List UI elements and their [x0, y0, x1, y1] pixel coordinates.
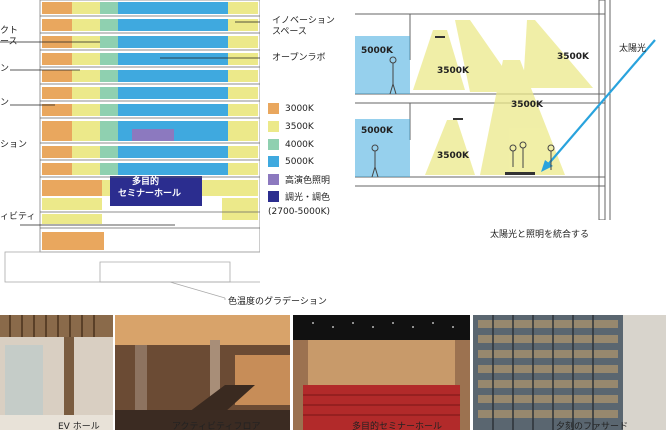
- legend-range-note: (2700-5000K): [268, 207, 330, 217]
- legend-item-high-cri: 高演色照明: [268, 173, 330, 186]
- legend-item-4000k: 4000K: [268, 139, 314, 150]
- evening-facade-image: [473, 315, 666, 430]
- label-5000k-lower: 5000K: [361, 126, 394, 136]
- legend-item-3000k: 3000K: [268, 103, 314, 114]
- lighting-section-diagram: 5000K 3500K 3500K 3500K 5000K 3500K 太陽光: [355, 0, 666, 221]
- caption-seminar-hall: 多目的セミナーホール: [352, 422, 443, 432]
- photo-seminar-hall: [293, 315, 470, 430]
- legend-swatch: [268, 174, 279, 185]
- legend-swatch: [268, 191, 279, 202]
- sunlight-label: 太陽光: [619, 44, 647, 54]
- legend-item-3500k: 3500K: [268, 121, 314, 132]
- caption-activity-floor: アクティビティフロア: [172, 422, 261, 432]
- label-5000k-upper: 5000K: [361, 46, 394, 56]
- caption-ev-hall: EV ホール: [58, 422, 100, 432]
- legend-label: 5000K: [285, 156, 314, 167]
- lighting-section-drawing: [355, 0, 656, 221]
- floor-bands: [42, 2, 258, 250]
- left-label-3: ン: [0, 64, 10, 74]
- legend-item-5000k: 5000K: [268, 156, 314, 167]
- hall-label-line2: セミナーホール: [118, 189, 182, 199]
- left-label-4: ン: [0, 98, 10, 108]
- legend-swatch: [268, 139, 279, 150]
- lighting-section-caption: 太陽光と照明を統合する: [490, 230, 590, 240]
- building-section-diagram: クト ース ン ン ション ィビティ 多目的 セミナーホール: [0, 0, 270, 310]
- legend-label: 4000K: [285, 139, 314, 150]
- left-label-6: ィビティ: [0, 212, 36, 222]
- legend-label: 調光・調色: [285, 193, 331, 203]
- left-label-2: ース: [0, 37, 18, 47]
- seminar-hall-image: [293, 315, 470, 430]
- left-label-1: クト: [0, 26, 19, 36]
- photo-ev-hall: [0, 315, 113, 430]
- photo-evening-facade: [473, 315, 666, 430]
- open-lab-label: オープンラボ: [272, 53, 326, 63]
- label-3500k-c: 3500K: [511, 100, 544, 110]
- photo-activity-floor: [115, 315, 290, 430]
- legend-swatch: [268, 121, 279, 132]
- innovation-space-label-2: スペース: [272, 27, 307, 37]
- building-section-drawing: [0, 0, 270, 300]
- activity-floor-image: [115, 315, 290, 430]
- caption-evening-facade: 夕刻のファサード: [556, 422, 629, 432]
- legend-item-dimming: 調光・調色: [268, 190, 330, 203]
- legend-swatch: [268, 103, 279, 114]
- label-3500k-d: 3500K: [437, 151, 470, 161]
- legend-label: 3500K: [285, 121, 314, 132]
- label-3500k-b: 3500K: [557, 52, 590, 62]
- innovation-space-label-1: イノベーション: [272, 16, 335, 26]
- legend-label: 3000K: [285, 103, 314, 114]
- ev-hall-image: [0, 315, 113, 430]
- hall-label-line1: 多目的: [132, 177, 160, 187]
- building-section-caption: 色温度のグラデーション: [228, 297, 327, 307]
- left-label-5: ション: [0, 140, 28, 150]
- legend-swatch: [268, 156, 279, 167]
- label-3500k-a: 3500K: [437, 66, 470, 76]
- legend-label: 高演色照明: [285, 176, 331, 186]
